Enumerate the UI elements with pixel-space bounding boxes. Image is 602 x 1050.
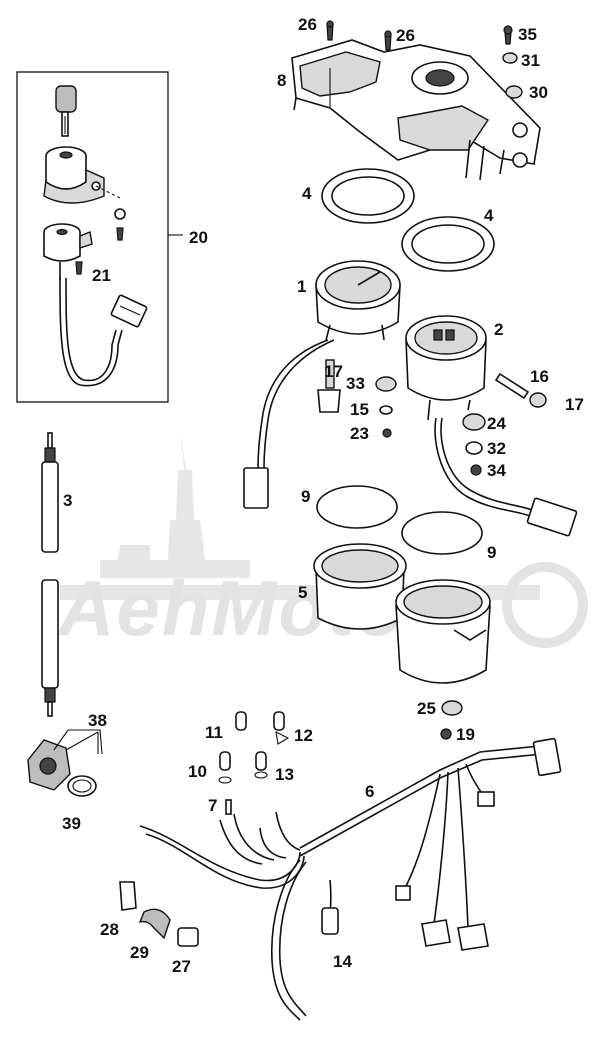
small-parts	[119, 881, 199, 947]
callout-19: 19	[456, 725, 475, 744]
callout-4a: 4	[302, 184, 312, 203]
connector	[110, 294, 148, 328]
bulbs	[218, 711, 290, 815]
ignition-key	[55, 85, 77, 137]
callout-26b: 26	[396, 26, 415, 45]
callout-labels: 26 26 35 31 30 8 4 4 20 21 1 2 17 33 16 …	[62, 15, 584, 976]
callout-28: 28	[100, 920, 119, 939]
trim-rings	[321, 168, 495, 272]
callout-11: 11	[205, 723, 223, 742]
callout-6: 6	[365, 782, 374, 801]
ignition-switch	[43, 223, 93, 280]
callout-20: 20	[189, 228, 208, 247]
glass-9b	[401, 511, 483, 555]
callout-24: 24	[487, 414, 506, 433]
screw	[116, 227, 124, 241]
callout-17a: 17	[324, 362, 343, 381]
callout-4b: 4	[484, 206, 494, 225]
callout-2: 2	[494, 320, 503, 339]
instrument-bracket	[291, 39, 541, 181]
callout-17b: 17	[565, 395, 584, 414]
callout-32: 32	[487, 439, 506, 458]
callout-7: 7	[208, 796, 217, 815]
leader-lines	[65, 731, 99, 754]
callout-21: 21	[92, 266, 111, 285]
callout-8: 8	[277, 71, 286, 90]
callout-27: 27	[172, 957, 191, 976]
glass-9a	[316, 485, 398, 529]
callout-5: 5	[298, 583, 307, 602]
tachometer	[405, 315, 487, 421]
callout-9a: 9	[301, 487, 310, 506]
callout-39: 39	[62, 814, 81, 833]
callout-30: 30	[529, 83, 548, 102]
callout-26a: 26	[298, 15, 317, 34]
callout-16: 16	[530, 367, 549, 386]
callout-31: 31	[521, 51, 540, 70]
callout-12: 12	[294, 726, 313, 745]
tacho-connector	[526, 497, 578, 537]
speedo-connector	[243, 467, 269, 509]
washer	[114, 208, 126, 220]
wiring-harness	[139, 737, 562, 1021]
callout-23: 23	[350, 424, 369, 443]
callout-25: 25	[417, 699, 436, 718]
bulb-17	[325, 359, 335, 389]
callout-38: 38	[88, 711, 107, 730]
group-20-frame	[16, 71, 169, 403]
callout-35: 35	[518, 25, 537, 44]
speedometer	[315, 260, 401, 341]
speedometer-cable	[41, 432, 59, 717]
lock-cylinder	[43, 146, 105, 204]
small-hardware	[375, 376, 486, 476]
callout-10: 10	[188, 762, 207, 781]
callout-14: 14	[333, 952, 352, 971]
callout-13: 13	[275, 765, 294, 784]
ignition-switch-group	[16, 71, 183, 403]
callout-3: 3	[63, 491, 72, 510]
callout-1: 1	[297, 277, 306, 296]
callout-34: 34	[487, 461, 506, 480]
switch-38	[27, 729, 103, 797]
housings	[313, 543, 491, 684]
callout-29: 29	[130, 943, 149, 962]
callout-15: 15	[350, 400, 369, 419]
screws-26-35	[326, 20, 523, 99]
callout-9b: 9	[487, 543, 496, 562]
callout-33: 33	[346, 374, 365, 393]
